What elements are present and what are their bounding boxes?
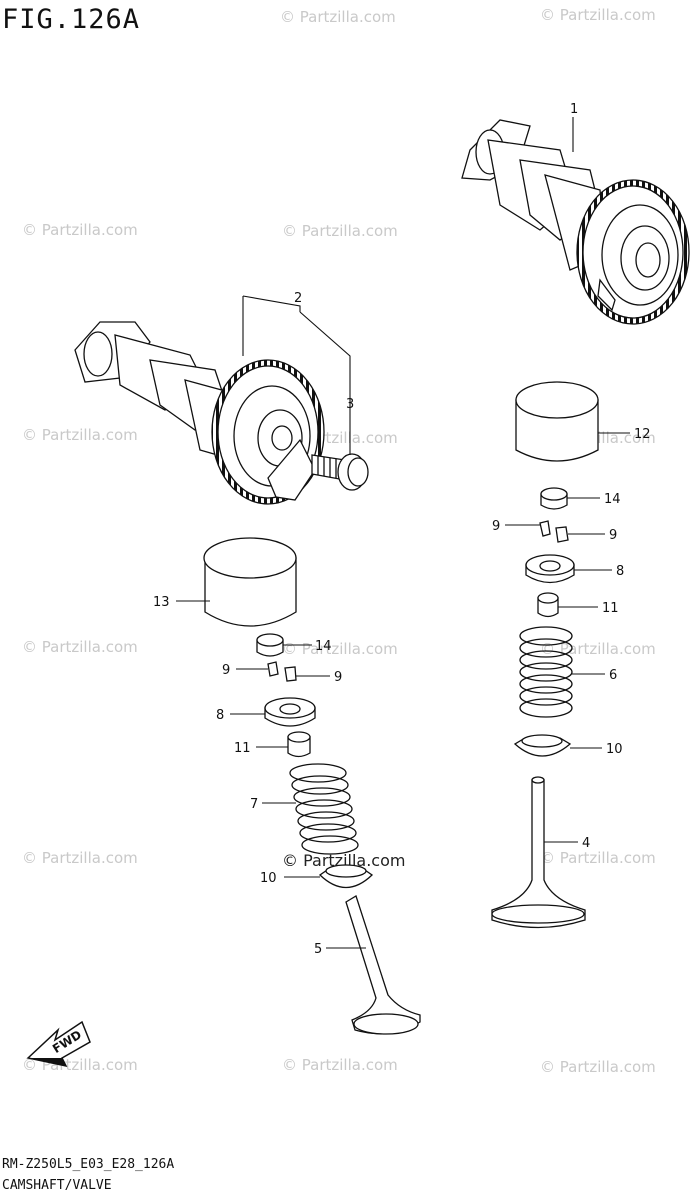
callout-7: 7 bbox=[250, 797, 258, 812]
callout-4: 4 bbox=[582, 836, 590, 851]
watermark: © Partzilla.com bbox=[22, 849, 138, 867]
callout-13: 13 bbox=[153, 595, 170, 610]
callout-11-right: 11 bbox=[602, 601, 619, 616]
intake-valve bbox=[491, 776, 586, 929]
shim-left bbox=[256, 633, 284, 657]
callout-9: 9 bbox=[222, 663, 230, 678]
watermark: © Partzilla.com bbox=[540, 849, 656, 867]
callout-5: 5 bbox=[314, 942, 322, 957]
callout-8-right: 8 bbox=[616, 564, 624, 579]
watermark: © Partzilla.com bbox=[282, 640, 398, 658]
diagram-caption: CAMSHAFT/VALVE bbox=[2, 1178, 112, 1193]
callout-14-right: 14 bbox=[604, 492, 621, 507]
callout-12: 12 bbox=[634, 427, 651, 442]
diagram-code: RM-Z250L5_E03_E28_126A bbox=[2, 1157, 175, 1172]
valve-spring-right bbox=[519, 626, 573, 718]
callout-14-left: 14 bbox=[315, 639, 332, 654]
callout-1: 1 bbox=[570, 102, 578, 117]
tappet-left bbox=[203, 537, 297, 627]
camshaft-intake bbox=[461, 119, 690, 325]
spring-retainer-left bbox=[264, 697, 316, 727]
watermark: © Partzilla.com bbox=[22, 638, 138, 656]
fwd-arrow-icon: FWD bbox=[26, 1020, 91, 1068]
cotter-left bbox=[267, 661, 297, 682]
callout-9: 9 bbox=[334, 670, 342, 685]
watermark: © Partzilla.com bbox=[22, 221, 138, 239]
stem-seal-right bbox=[537, 592, 559, 618]
callout-2: 2 bbox=[294, 291, 302, 306]
watermark: © Partzilla.com bbox=[540, 6, 656, 24]
exhaust-valve bbox=[345, 895, 421, 1035]
watermark: © Partzilla.com bbox=[540, 640, 656, 658]
spring-seat-right bbox=[513, 734, 572, 757]
cotter-right bbox=[539, 520, 569, 543]
tappet-right bbox=[515, 381, 599, 462]
spring-seat-left bbox=[318, 864, 374, 888]
watermark: © Partzilla.com bbox=[282, 1056, 398, 1074]
callout-8-left: 8 bbox=[216, 708, 224, 723]
callout-11-left: 11 bbox=[234, 741, 251, 756]
callout-10-right: 10 bbox=[606, 742, 623, 757]
callouts: 1 2 3 4 5 6 7 8 8 9 9 9 9 10 10 11 11 12… bbox=[153, 102, 651, 957]
spring-retainer-right bbox=[525, 554, 575, 584]
watermark: © Partzilla.com bbox=[282, 222, 398, 240]
cam-bolt bbox=[311, 453, 369, 491]
callout-9: 9 bbox=[609, 528, 617, 543]
watermark: © Partzilla.com bbox=[540, 1058, 656, 1076]
stem-seal-left bbox=[287, 731, 311, 758]
callout-10-left: 10 bbox=[260, 871, 277, 886]
callout-6: 6 bbox=[609, 668, 617, 683]
figure-title: FIG.126A bbox=[2, 4, 141, 35]
valve-spring-left bbox=[289, 763, 359, 855]
shim-right bbox=[540, 487, 568, 510]
callout-3: 3 bbox=[346, 397, 354, 412]
callout-9: 9 bbox=[492, 519, 500, 534]
watermark: © Partzilla.com bbox=[22, 426, 138, 444]
camshaft-exhaust bbox=[74, 321, 325, 505]
watermark: © Partzilla.com bbox=[280, 8, 396, 26]
watermark-center: © Partzilla.com bbox=[282, 851, 405, 870]
